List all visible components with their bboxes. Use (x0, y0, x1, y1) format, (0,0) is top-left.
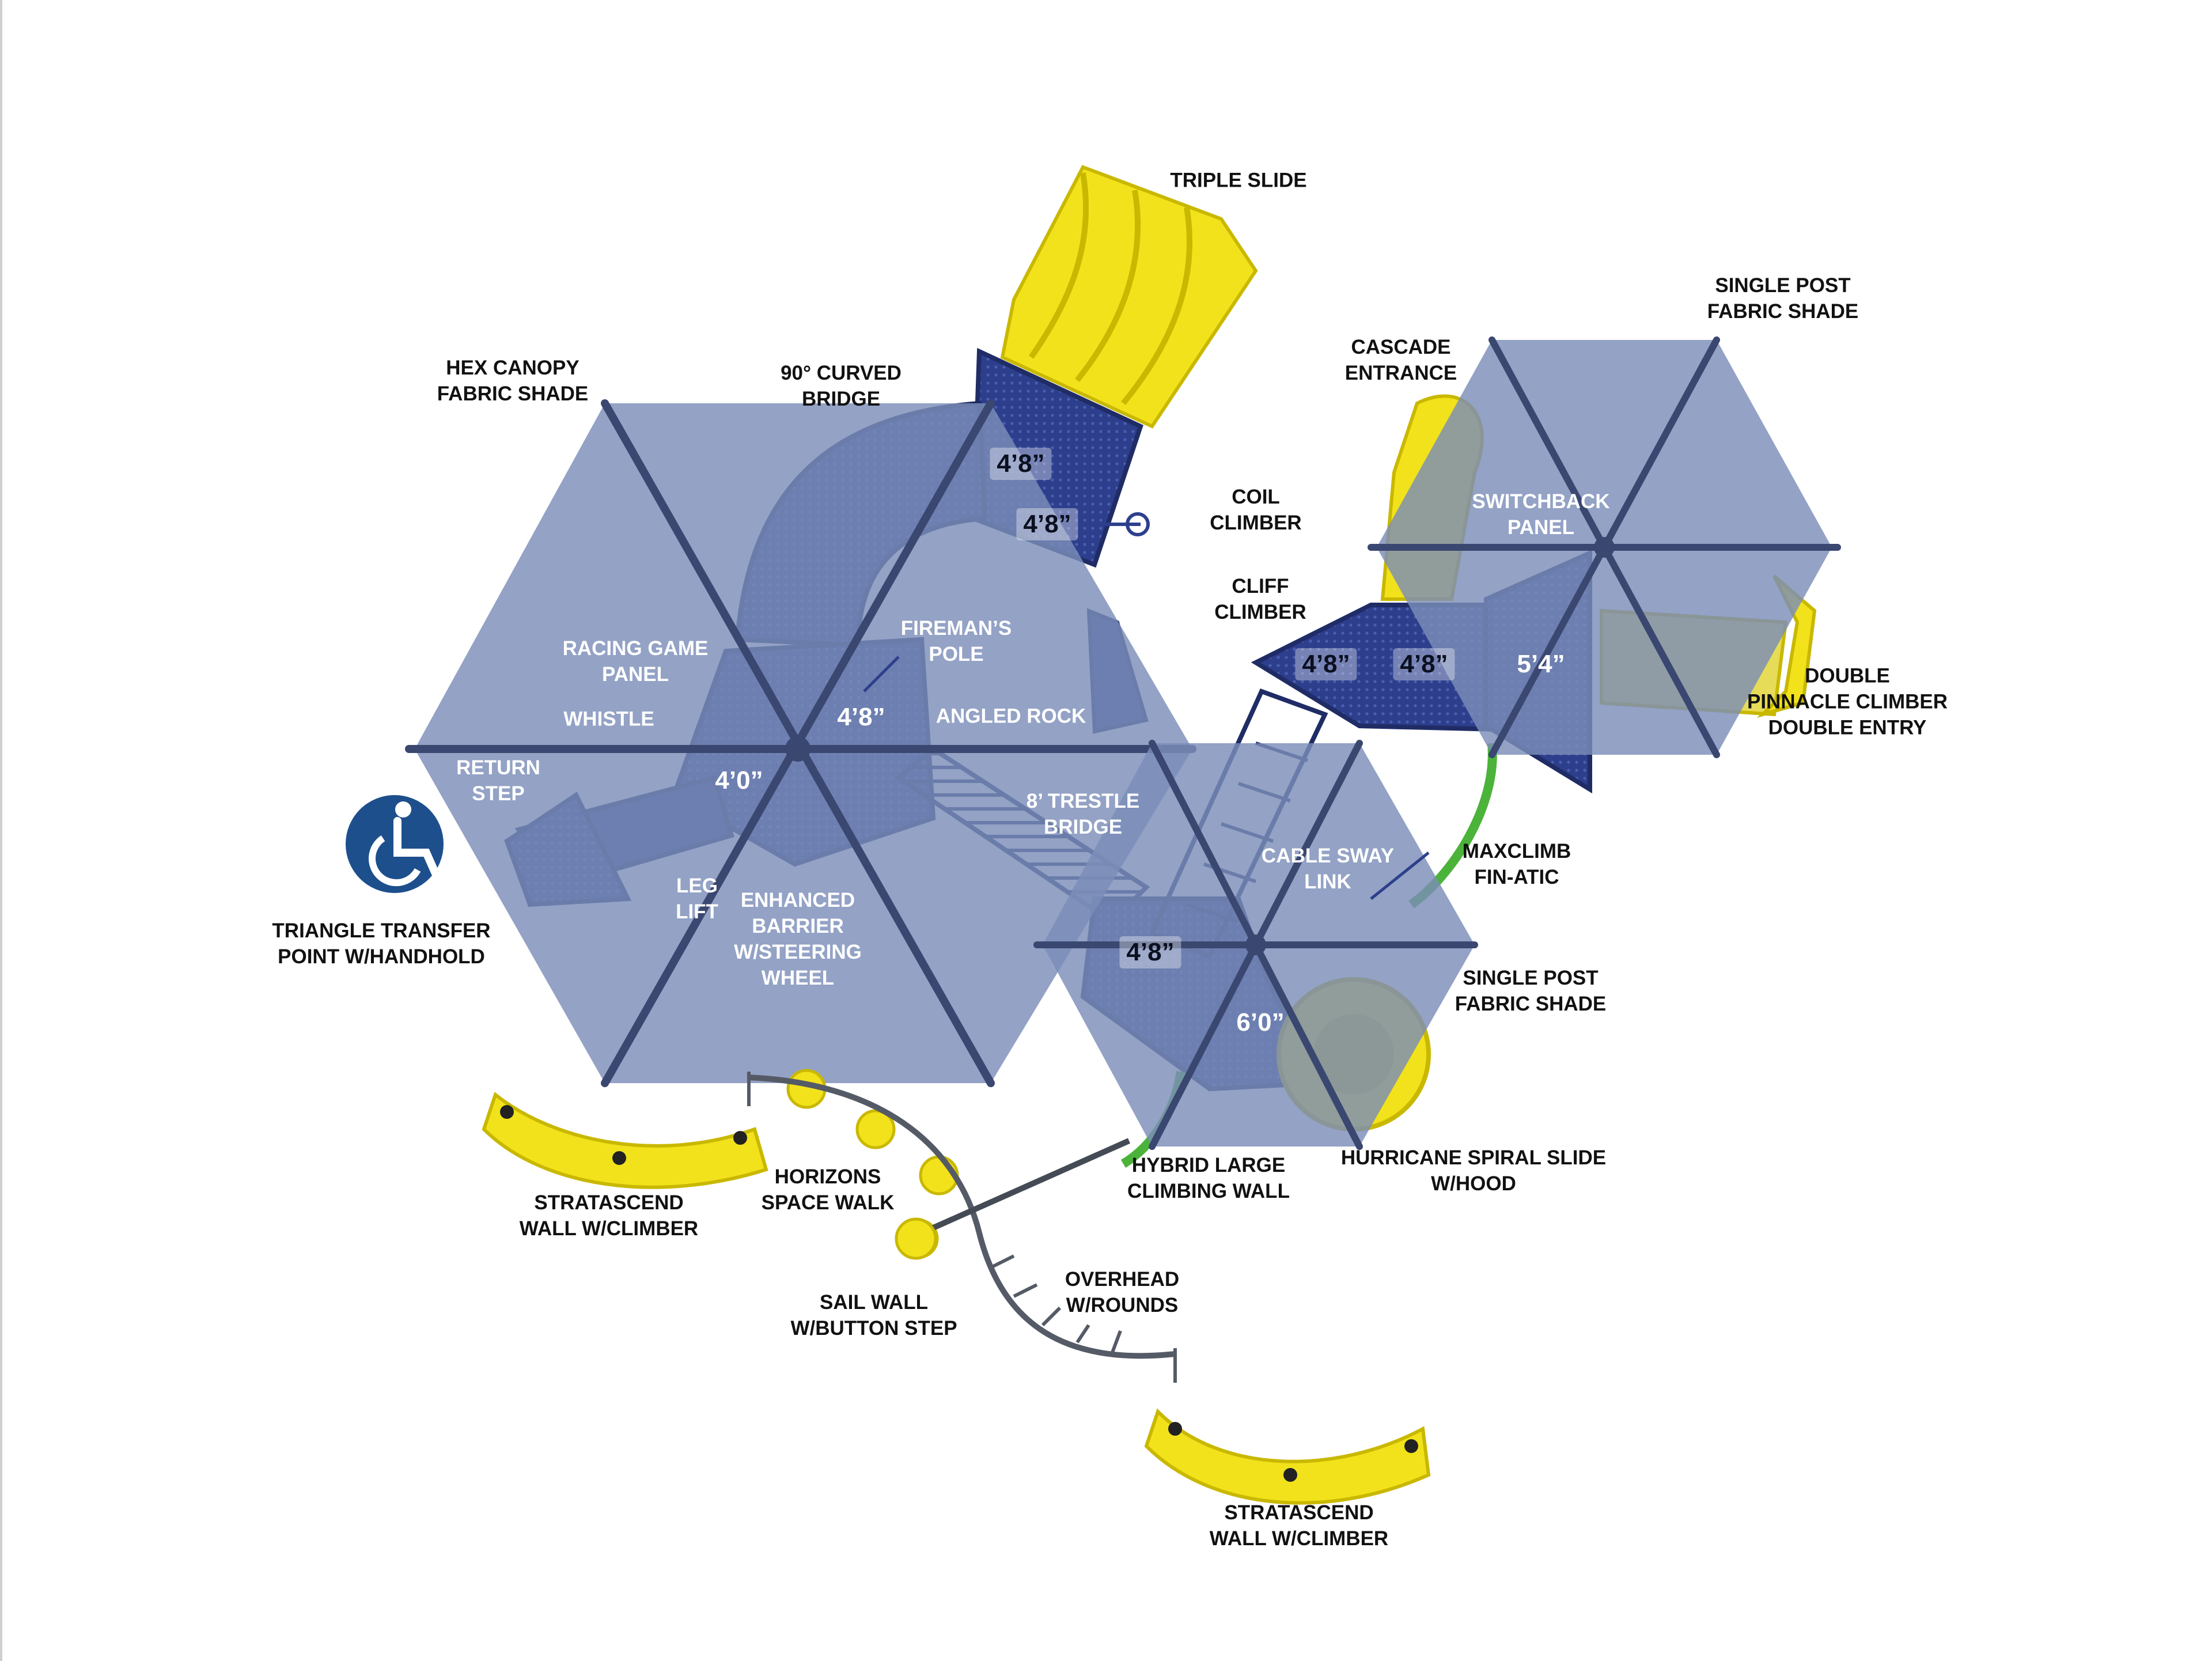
label-switchback-panel: SWITCHBACK PANEL (1472, 490, 1610, 539)
label-horizons-space-walk: HORIZONS SPACE WALK (761, 1166, 895, 1214)
label-cascade-entrance: CASCADE ENTRANCE (1344, 336, 1457, 384)
deck-height-center: 4’8” (837, 703, 885, 731)
label-stratascend-right: STRATASCEND WALL W/CLIMBER (1209, 1501, 1389, 1550)
label-maxclimb-fin-atic: MAXCLIMB FIN-ATIC (1462, 840, 1571, 888)
label-curved-bridge: 90° CURVED BRIDGE (781, 362, 902, 410)
triple-slide (1000, 165, 1258, 429)
label-overhead-w-rounds: OVERHEAD W/ROUNDS (1065, 1268, 1180, 1316)
label-hex-canopy: HEX CANOPY FABRIC SHADE (437, 357, 589, 405)
label-firemans-pole: FIREMAN’S POLE (900, 617, 1012, 665)
label-triangle-transfer: TRIANGLE TRANSFER POINT W/HANDHOLD (272, 920, 491, 968)
label-triple-slide: TRIPLE SLIDE (1170, 169, 1307, 192)
label-single-post-fabric-shade-bottom: SINGLE POST FABRIC SHADE (1455, 967, 1607, 1015)
overhead-w-rounds (748, 1074, 1176, 1359)
single-post-fabric-shade-bottom (1033, 740, 1478, 1150)
deck-height-right-b: 4’8” (1393, 648, 1455, 680)
deck-height-lower-a: 4’8” (1119, 936, 1181, 968)
label-hybrid-climbing-wall: HYBRID LARGE CLIMBING WALL (1127, 1154, 1290, 1202)
label-cliff-climber: CLIFF CLIMBER (1214, 575, 1306, 623)
label-hurricane-spiral-slide: HURRICANE SPIRAL SLIDE W/HOOD (1340, 1147, 1607, 1195)
label-whistle: WHISTLE (563, 707, 654, 731)
page-edge (0, 0, 2, 1661)
label-sail-wall: SAIL WALL W/BUTTON STEP (790, 1291, 957, 1340)
label-leg-lift: LEG LIFT (676, 875, 718, 923)
label-racing-game-panel: RACING GAME PANEL (562, 637, 709, 686)
deck-height-top-lower: 4’8” (1016, 508, 1078, 540)
hex-canopy (405, 399, 1196, 1087)
label-coil-climber: COIL CLIMBER (1210, 486, 1302, 534)
label-return-step: RETURN STEP (456, 756, 540, 805)
label-single-post-fabric-shade-top: SINGLE POST FABRIC SHADE (1707, 274, 1859, 323)
deck-height-left: 4’0” (715, 766, 763, 794)
stratascend-wall-right (1144, 1408, 1431, 1505)
double-pinnacle-end (1756, 574, 1817, 718)
label-double-pinnacle-climber: DOUBLE PINNACLE CLIMBER DOUBLE ENTRY (1747, 664, 1948, 739)
single-post-fabric-shade-top (1368, 336, 1841, 758)
label-trestle-bridge: 8’ TRESTLE BRIDGE (1026, 790, 1140, 838)
coil-climber (1089, 512, 1150, 536)
deck-height-right-c: 5’4” (1517, 650, 1565, 678)
deck-height-top-upper: 4’8” (990, 448, 1052, 480)
label-angled-rock: ANGLED ROCK (935, 705, 1086, 728)
label-enhanced-barrier: ENHANCED BARRIER W/STEERING WHEEL (734, 889, 862, 989)
wheelchair-accessibility-icon (346, 795, 444, 893)
deck-height-right-a: 4’8” (1295, 648, 1357, 680)
label-cable-sway-link: CABLE SWAY LINK (1261, 845, 1395, 893)
label-stratascend-left: STRATASCEND WALL W/CLIMBER (519, 1191, 699, 1240)
sail-wall (920, 1138, 1131, 1236)
button-step (895, 1217, 937, 1260)
deck-height-lower-b: 6’0” (1236, 1008, 1285, 1036)
stratascend-wall-left (482, 1091, 768, 1189)
